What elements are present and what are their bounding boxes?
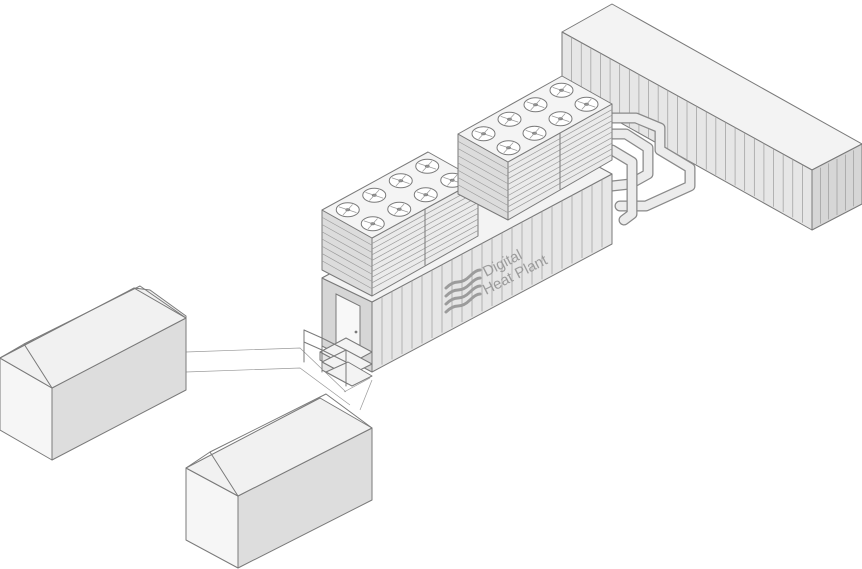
fan-blade: [373, 189, 380, 196]
fan-blade: [367, 223, 374, 230]
fan-blade: [586, 98, 592, 105]
fan-blade: [508, 147, 518, 151]
fan-blade: [561, 89, 571, 94]
dry-cooler-right: [457, 75, 613, 221]
fan-blade: [372, 218, 378, 224]
fan-blade: [347, 209, 357, 213]
fan-blade: [530, 104, 536, 111]
fan-blade: [338, 206, 348, 211]
fan-blade: [504, 119, 510, 125]
fan-blade: [577, 101, 587, 105]
fan-blade: [556, 90, 562, 96]
fan-blade: [372, 223, 382, 227]
fan-blade: [347, 204, 353, 210]
storage-shed-bottom: [185, 393, 373, 569]
fan-blade: [552, 87, 562, 91]
cooler-louvre: [457, 184, 509, 214]
cooler-louvre: [321, 238, 373, 268]
fan-blade: [560, 113, 566, 119]
fan-blade: [529, 133, 535, 139]
fan-blade: [418, 163, 428, 167]
fan-blade: [416, 191, 426, 196]
fan-blade: [499, 144, 509, 149]
fan-blade: [390, 206, 400, 210]
fan-blade: [555, 118, 561, 125]
fan-blade: [399, 208, 409, 213]
fan-blade: [425, 194, 435, 198]
fan-blade: [526, 101, 536, 106]
cooler-louvre: [457, 140, 509, 170]
fan-blade: [447, 180, 453, 186]
shipping-container-large: [561, 3, 862, 231]
cooler-louvre: [457, 148, 509, 177]
cooler-louvre: [321, 245, 373, 275]
fan-blade: [551, 115, 561, 120]
fan-blade: [503, 147, 509, 154]
brand-logo: [444, 268, 482, 314]
cooler-louvre: [457, 155, 509, 185]
cooler-louvre: [321, 253, 373, 282]
fan-blade: [525, 130, 535, 134]
fan-blade: [451, 174, 458, 181]
pipework: [598, 112, 696, 226]
fan-blade: [426, 160, 433, 167]
fan-blade: [369, 195, 375, 201]
dry-cooler-left: [321, 151, 479, 297]
cooler-louvre: [457, 169, 509, 199]
fan-blade: [363, 220, 373, 225]
fan-blade: [394, 209, 400, 215]
fan-blade: [509, 113, 515, 120]
fan-blade: [483, 128, 489, 134]
fan-blade: [398, 203, 405, 210]
storage-shed-left: [0, 285, 187, 461]
fan-blade: [427, 165, 437, 170]
fan-blade: [581, 104, 587, 110]
fan-blade: [391, 177, 401, 182]
fan-blade: [534, 127, 540, 134]
fan-blade: [400, 175, 406, 181]
access-stairs: [303, 329, 373, 387]
fan-blade: [509, 118, 519, 123]
fan-blade: [400, 180, 410, 184]
fan-blade: [474, 130, 484, 135]
fan-blade: [478, 133, 484, 140]
fan-blade: [443, 177, 453, 181]
fan-blade: [425, 189, 431, 195]
fan-blade: [420, 194, 427, 201]
fan-blade: [586, 103, 596, 108]
door-handle-icon: [354, 330, 358, 334]
fan-blade: [422, 166, 428, 172]
fan-blade: [508, 142, 514, 148]
fan-blade: [534, 132, 544, 137]
cooler-louvre: [321, 260, 373, 290]
fan-blade: [561, 84, 567, 91]
cooler-louvre: [457, 162, 509, 192]
fan-blade: [535, 104, 545, 108]
cooler-louvre: [321, 216, 373, 246]
cooler-louvre: [321, 224, 373, 253]
fan-blade: [560, 118, 570, 122]
cable-routes: [185, 347, 373, 411]
fan-blade: [342, 209, 349, 216]
fan-blade: [535, 99, 541, 105]
cooler-louvre: [321, 231, 373, 261]
fan-blade: [395, 180, 402, 187]
fan-blade: [365, 192, 375, 196]
fan-blade: [500, 116, 510, 120]
fan-blade: [483, 133, 493, 137]
fan-blade: [374, 194, 384, 199]
cooler-louvre: [457, 177, 509, 206]
